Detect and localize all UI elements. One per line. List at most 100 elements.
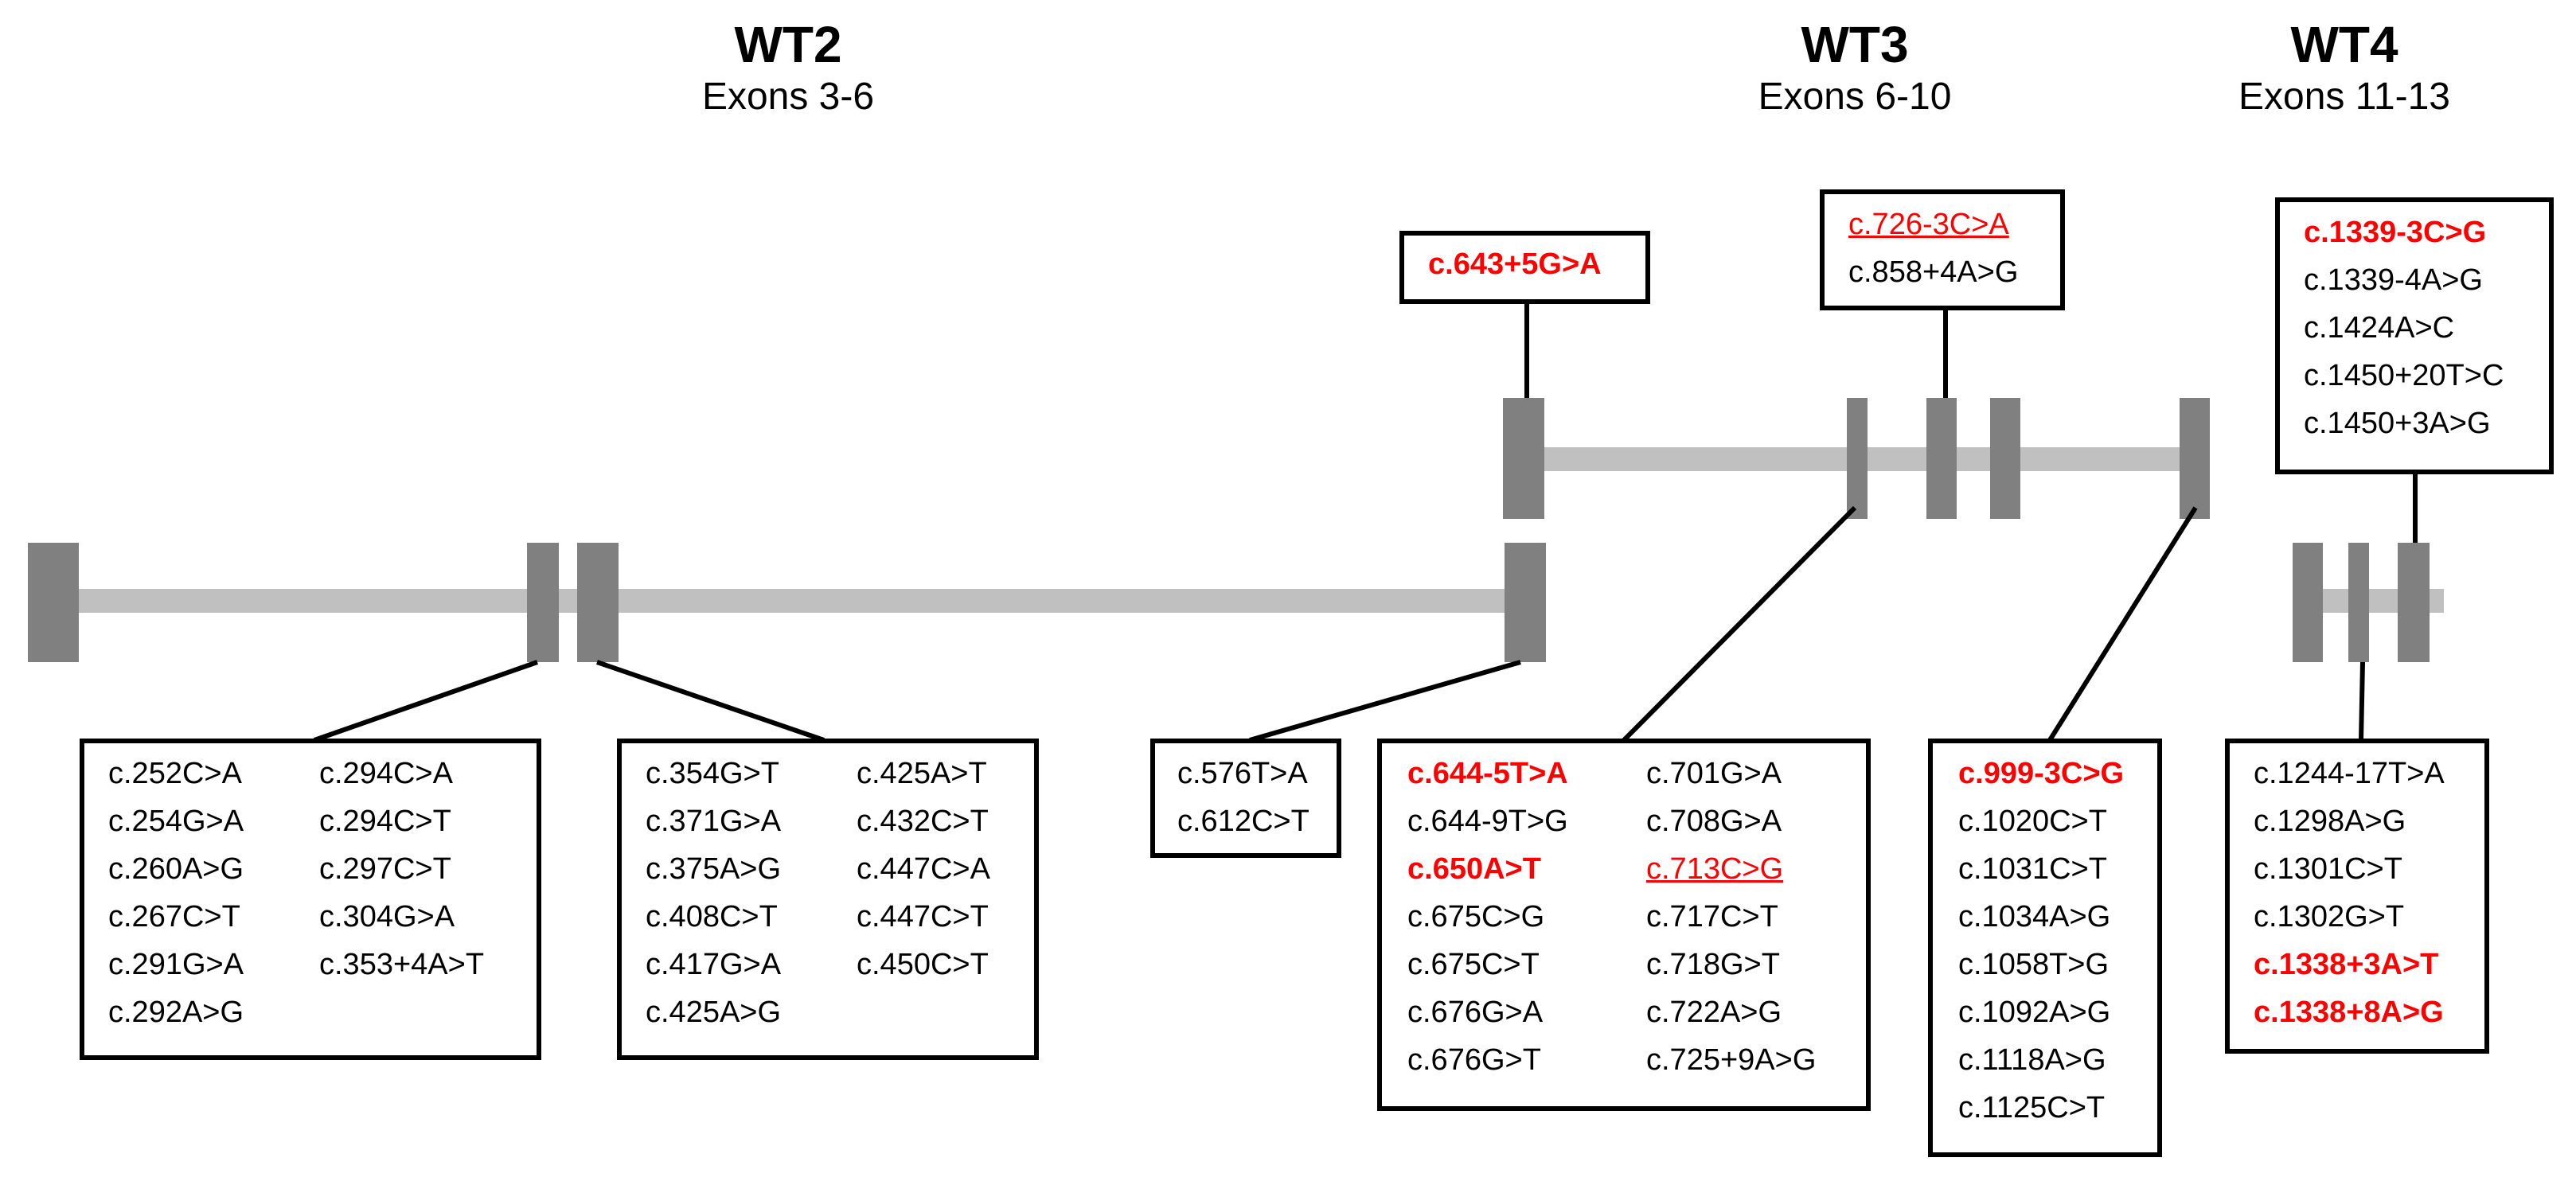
variant-label: c.643+5G>A — [1428, 248, 1602, 281]
variant-label: c.304G>A — [319, 900, 455, 933]
variant-label: c.726-3C>A — [1848, 208, 2009, 241]
variant-label: c.267C>T — [108, 900, 240, 933]
region-subtitle: Exons 11-13 — [2238, 76, 2450, 118]
variant-label: c.644-9T>G — [1407, 805, 1568, 838]
variant-label: c.708G>A — [1646, 805, 1782, 838]
region-subtitle: Exons 3-6 — [701, 76, 875, 118]
variant-label: c.425A>T — [857, 757, 987, 790]
exon — [2398, 543, 2430, 662]
variant-label: c.1058T>G — [1958, 948, 2110, 981]
variant-label: c.676G>A — [1407, 996, 1544, 1029]
variant-label: c.447C>A — [857, 852, 990, 886]
connector-line — [1249, 660, 1521, 743]
variant-label: c.676G>T — [1407, 1043, 1541, 1077]
variant-label: c.1450+20T>C — [2304, 359, 2504, 392]
variant-box-wt4-top: c.1339-3C>G c.1339-4A>G c.1424A>C c.1450+20… — [2275, 197, 2554, 474]
exon — [527, 543, 559, 662]
exon — [1505, 543, 1546, 662]
variant-label: c.612C>T — [1177, 805, 1309, 838]
variant-label: c.254G>A — [108, 805, 244, 838]
variant-label: c.417G>A — [646, 948, 782, 981]
variant-label: c.294C>T — [319, 805, 451, 838]
variant-column: c.354G>T c.371G>A c.375A>G c.408C>T c.417G>A… — [646, 750, 781, 1036]
variant-label: c.354G>T — [646, 757, 779, 790]
region-title: WT4 — [2290, 16, 2398, 73]
variant-label: c.1338+8A>G — [2254, 996, 2444, 1029]
variant-label: c.432C>T — [857, 805, 989, 838]
connector-line — [596, 660, 825, 743]
variant-label: c.999-3C>G — [1958, 757, 2125, 790]
region-title: WT3 — [1801, 16, 1909, 73]
exon — [1926, 398, 1957, 519]
variant-label: c.650A>T — [1407, 852, 1541, 886]
exon — [2180, 398, 2210, 519]
exon — [577, 543, 619, 662]
intron-track-upper — [1536, 447, 2205, 471]
variant-column: c.999-3C>G c.1020C>T c.1031C>T c.1034A>G c.1… — [1958, 750, 2124, 1132]
connector-line — [1622, 505, 1857, 743]
variant-label: c.1034A>G — [1958, 900, 2111, 933]
variant-label: c.1338+3A>T — [2254, 948, 2439, 981]
connector-line — [2359, 661, 2365, 741]
variant-label: c.1031C>T — [1958, 852, 2107, 886]
exon — [1847, 398, 1868, 519]
exon — [28, 543, 79, 662]
variant-label: c.371G>A — [646, 805, 782, 838]
variant-label: c.718G>T — [1646, 948, 1780, 981]
variant-label: c.675C>T — [1407, 948, 1540, 981]
variant-label: c.447C>T — [857, 900, 989, 933]
region-title: WT2 — [734, 16, 842, 73]
region-header-wt3: WT3 Exons 6-10 — [1735, 16, 1974, 121]
connector-line — [314, 660, 538, 743]
variant-label: c.675C>G — [1407, 900, 1545, 933]
variant-label: c.1450+3A>G — [2304, 407, 2491, 440]
variant-column: c.643+5G>A — [1428, 240, 1602, 288]
variant-label: c.353+4A>T — [319, 948, 485, 981]
exon — [2348, 543, 2369, 662]
region-header-wt2: WT2 Exons 3-6 — [669, 16, 907, 121]
variant-label: c.1244-17T>A — [2254, 757, 2445, 790]
variant-box-wt3-right: c.999-3C>G c.1020C>T c.1031C>T c.1034A>G c.1… — [1928, 739, 2162, 1157]
variant-label: c.722A>G — [1646, 996, 1782, 1029]
variant-label: c.1125C>T — [1958, 1091, 2106, 1124]
variant-label: c.1118A>G — [1958, 1043, 2106, 1077]
variant-box-wt3-bottom: c.644-5T>A c.644-9T>G c.650A>T c.675C>G c.67… — [1377, 739, 1871, 1111]
variant-box-wt3-top-left: c.643+5G>A — [1399, 231, 1650, 304]
variant-label: c.858+4A>G — [1848, 255, 2019, 289]
variant-label: c.1424A>C — [2304, 311, 2455, 345]
variant-label: c.292A>G — [108, 996, 244, 1029]
variant-box-wt2-a: c.252C>A c.254G>A c.260A>G c.267C>T c.291G>A… — [80, 739, 541, 1060]
region-header-wt4: WT4 Exons 11-13 — [2225, 16, 2464, 121]
variant-label: c.1339-4A>G — [2304, 263, 2483, 297]
variant-label: c.252C>A — [108, 757, 242, 790]
variant-label: c.408C>T — [646, 900, 778, 933]
variant-label: c.717C>T — [1646, 900, 1778, 933]
variant-box-wt3-top-right: c.726-3C>A c.858+4A>G — [1820, 189, 2065, 310]
exon — [1990, 398, 2020, 519]
variant-box-wt2-b: c.354G>T c.371G>A c.375A>G c.408C>T c.417G>A… — [617, 739, 1039, 1060]
connector-line — [2047, 506, 2198, 742]
variant-label: c.701G>A — [1646, 757, 1782, 790]
variant-label: c.260A>G — [108, 852, 244, 886]
variant-label: c.1301C>T — [2254, 852, 2402, 886]
variant-label: c.1339-3C>G — [2304, 216, 2487, 249]
variant-label: c.294C>A — [319, 757, 453, 790]
exon — [1503, 398, 1544, 519]
variant-label: c.644-5T>A — [1407, 757, 1568, 790]
variant-label: c.725+9A>G — [1646, 1043, 1817, 1077]
variant-label: c.375A>G — [646, 852, 782, 886]
variant-label: c.1298A>G — [2254, 805, 2406, 838]
variant-label: c.1020C>T — [1958, 805, 2107, 838]
variant-column: c.252C>A c.254G>A c.260A>G c.267C>T c.291G>A… — [108, 750, 244, 1036]
variant-column: c.1339-3C>G c.1339-4A>G c.1424A>C c.1450+20… — [2304, 209, 2504, 447]
variant-label: c.1092A>G — [1958, 996, 2111, 1029]
variant-label: c.291G>A — [108, 948, 244, 981]
exon — [2293, 543, 2323, 662]
